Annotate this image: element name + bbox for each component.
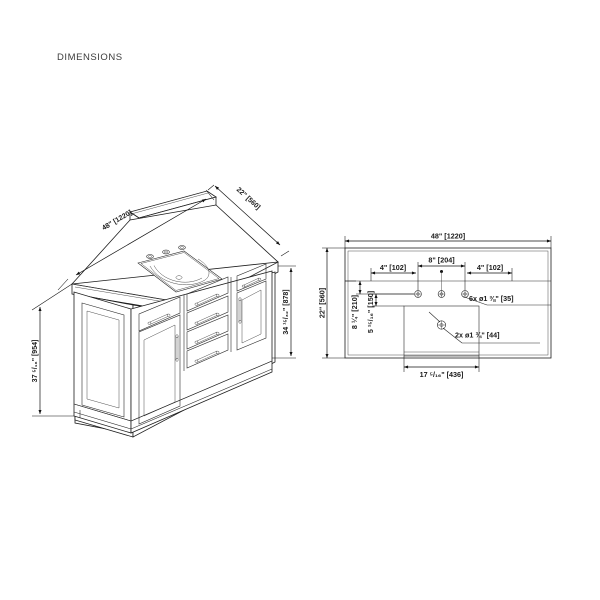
dimension-label-faucet-spread: 8" [204] (428, 256, 454, 265)
dimension-label-right-offset: 4" [102] (477, 263, 503, 272)
drawer-pull (147, 313, 171, 325)
drawer-pull (241, 277, 262, 288)
dimension-overall-height: 37 ⁵/₁₆" [954] (31, 283, 74, 417)
page-title: DIMENSIONS (57, 52, 123, 63)
cabinet-base (73, 360, 273, 430)
isometric-vanity-view: 48" [1220] 22" [560] 34 ¹⁵/₃₂" [878] (31, 184, 296, 438)
door-handle-left (175, 334, 179, 362)
dimension-label-hole-setback: 8 ¼" [210] (350, 295, 359, 329)
cabinet-door-right (236, 263, 267, 351)
dimension-label-overall-height: 37 ⁵/₁₆" [954] (32, 340, 39, 383)
dimension-left-offset: 4" [102] (370, 263, 417, 281)
dimension-template-width: 48" [1220] (344, 232, 552, 248)
dimension-right-offset: 4" [102] (466, 263, 513, 281)
dimension-label-basin-setback: 5 ¹⁵/₁₆" [150] (366, 291, 375, 333)
drain-hole (436, 320, 446, 330)
drawer-pull (194, 350, 220, 363)
door-handle-right (238, 297, 242, 324)
callout-label-small-holes: 6x ø1 ⅜" [35] (469, 294, 514, 303)
drawer-pull (194, 312, 220, 325)
dimension-basin-width: 17 ⁵/₁₆" [436] (403, 356, 480, 379)
dimension-template-depth: 22" [560] (318, 247, 345, 359)
callout-label-large-holes: 2x ø1 ¾" [44] (455, 331, 500, 340)
dimension-counter-height: 34 ¹⁵/₃₂" [878] (272, 265, 296, 359)
dimension-label-counter-height: 34 ¹⁵/₃₂" [878] (283, 289, 290, 334)
drawer-stack-center (183, 276, 232, 371)
callout-large-holes: 2x ø1 ¾" [44] (428, 311, 540, 344)
dimension-label-left-offset: 4" [102] (380, 263, 406, 272)
countertop-inner-edge (347, 250, 549, 356)
faucet-hole-center (437, 290, 446, 298)
dimension-label-template-depth: 22" [560] (318, 288, 327, 318)
faucet-hole-left (414, 290, 422, 298)
side-panel-frame (81, 302, 125, 418)
drawer-pull (194, 331, 220, 344)
faucet-hole-right (461, 290, 469, 298)
dimension-label-basin-width: 17 ⁵/₁₆" [436] (420, 370, 464, 379)
dimension-faucet-spread: 8" [204] (417, 256, 466, 290)
dimension-label-template-width: 48" [1220] (431, 232, 465, 241)
dimension-basin-setback: 5 ¹⁵/₁₆" [150] (366, 291, 414, 333)
callout-small-holes: 6x ø1 ⅜" [35] (462, 294, 551, 306)
countertop-template-view: 48" [1220] 22" [560] 8" [204] 4" [102] (318, 232, 552, 379)
drawer-pull (194, 293, 220, 306)
sink-basin-outline (403, 305, 480, 357)
faucet-hole-row (414, 290, 469, 298)
